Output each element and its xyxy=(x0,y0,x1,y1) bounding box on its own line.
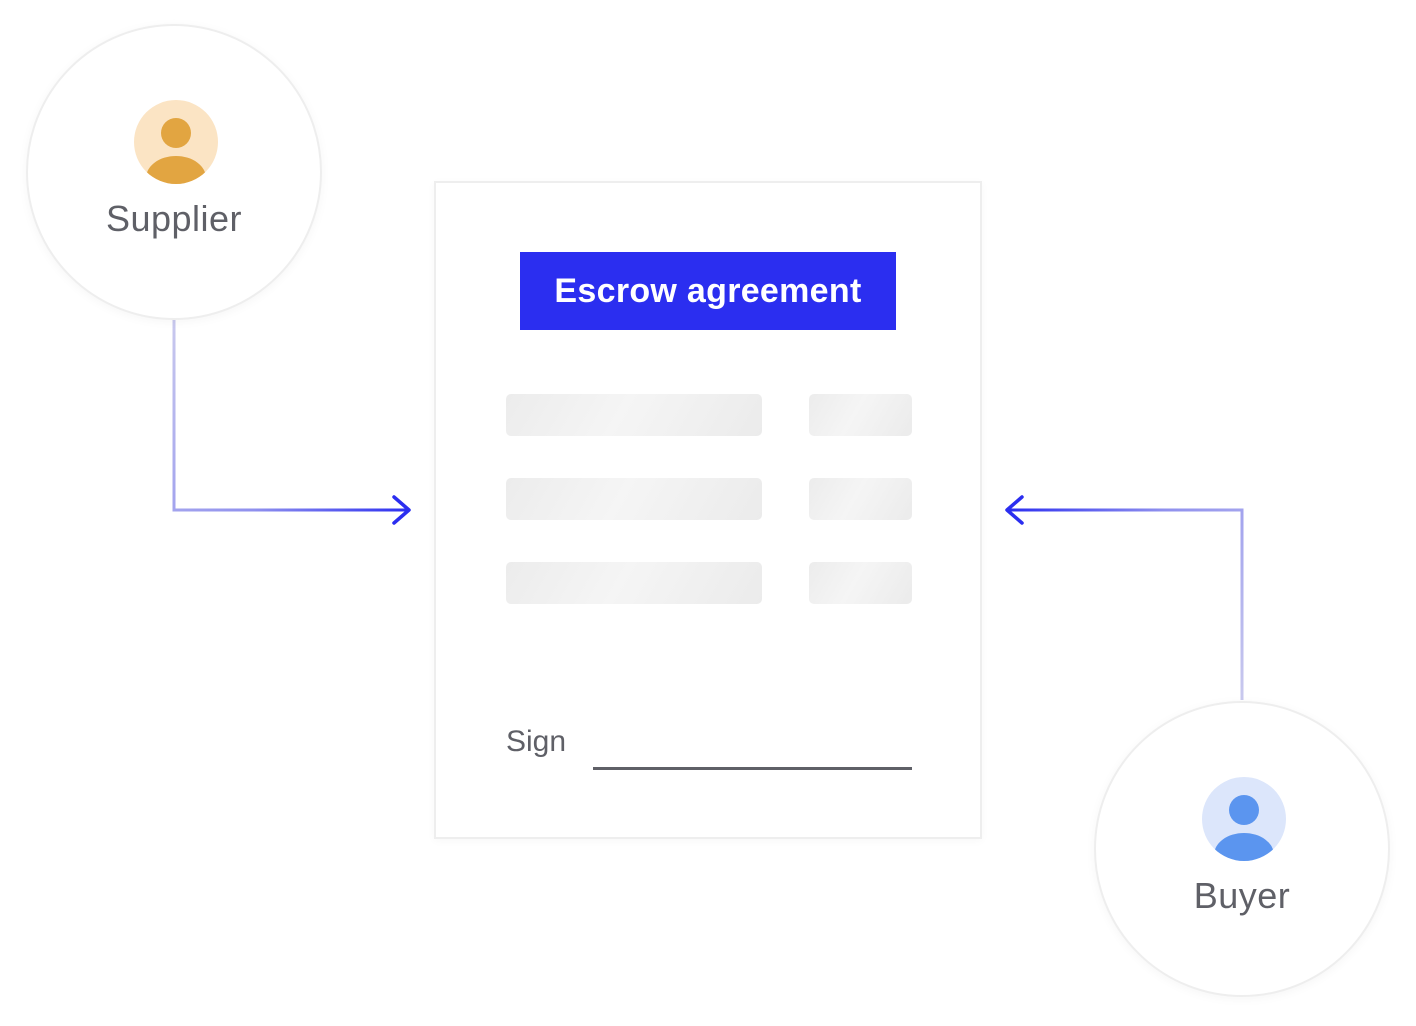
supplier-connector-line xyxy=(172,320,408,512)
document-field-placeholder xyxy=(809,478,912,520)
document-field-placeholder xyxy=(506,562,762,604)
buyer-node: Buyer xyxy=(1094,701,1390,997)
avatar-body xyxy=(1214,833,1274,861)
buyer-arrow-head-icon xyxy=(1005,495,1024,525)
signature-line xyxy=(593,767,912,770)
supplier-avatar-icon xyxy=(134,100,218,184)
avatar-head xyxy=(161,118,191,148)
document-field-placeholder xyxy=(809,394,912,436)
document-field-placeholder xyxy=(506,394,762,436)
avatar-body xyxy=(146,156,206,184)
avatar-head xyxy=(1229,795,1259,825)
supplier-label: Supplier xyxy=(105,198,243,239)
supplier-arrow-head-icon xyxy=(392,495,411,525)
document-title: Escrow agreement xyxy=(520,252,896,330)
escrow-document: Escrow agreement Sign xyxy=(434,181,982,839)
sign-label: Sign xyxy=(506,725,567,758)
document-field-placeholder xyxy=(506,478,762,520)
buyer-connector-line xyxy=(1008,508,1244,700)
buyer-avatar-icon xyxy=(1202,777,1286,861)
document-field-placeholder xyxy=(809,562,912,604)
buyer-label: Buyer xyxy=(1193,875,1291,916)
supplier-node: Supplier xyxy=(26,24,322,320)
